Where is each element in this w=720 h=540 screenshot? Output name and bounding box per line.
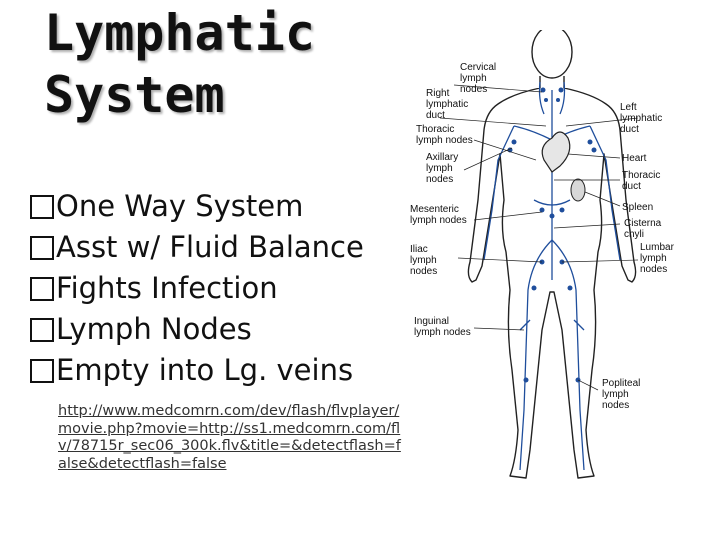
bullet-item: Empty into Lg. veins	[30, 350, 364, 391]
video-link[interactable]: http://www.medcomrn.com/dev/flash/flvpla…	[58, 403, 401, 472]
right-labels: Left lymphatic duct Heart Thoracic duct …	[620, 102, 677, 275]
heart-shape	[541, 131, 571, 173]
left-labels: Cervical lymph nodes Right lymphatic duc…	[410, 62, 643, 411]
spleen-shape	[570, 178, 586, 202]
label-leaders	[439, 84, 639, 391]
bullet-text: Lymph Nodes	[56, 312, 252, 346]
bullet-item: Lymph Nodes	[30, 309, 364, 350]
label-cisterna-chyli: Cisterna chyli	[624, 218, 664, 240]
label-iliac: Iliac lymph nodes	[410, 244, 439, 277]
bullet-text: One Way System	[56, 189, 304, 223]
label-thoracic-lymph-nodes: Thoracic lymph nodes	[416, 124, 473, 146]
label-thoracic-duct: Thoracic duct	[622, 170, 663, 192]
title-line-1: Lymphatic	[44, 4, 315, 62]
bullet-item: One Way System	[30, 186, 364, 227]
bullet-box-icon	[30, 318, 54, 342]
bullet-box-icon	[30, 195, 54, 219]
label-left-lymphatic-duct: Left lymphatic duct	[620, 102, 665, 135]
bullet-text: Empty into Lg. veins	[56, 353, 354, 387]
bullet-text: Asst w/ Fluid Balance	[56, 230, 364, 264]
body-outline	[467, 30, 637, 479]
bullet-box-icon	[30, 277, 54, 301]
bullet-item: Asst w/ Fluid Balance	[30, 227, 364, 268]
bullet-item: Fights Infection	[30, 268, 364, 309]
bullet-box-icon	[30, 359, 54, 383]
label-inguinal: Inguinal lymph nodes	[414, 316, 471, 338]
body-illustration: Cervical lymph nodes Right lymphatic duc…	[410, 30, 677, 479]
label-lumbar: Lumbar lymph nodes	[640, 242, 677, 275]
label-popliteal: Popliteal lymph nodes	[602, 378, 643, 411]
title-line-2: System	[44, 66, 225, 124]
bullet-box-icon	[30, 236, 54, 260]
bullet-text: Fights Infection	[56, 271, 278, 305]
label-heart: Heart	[622, 153, 647, 164]
lymphatic-diagram: Cervical lymph nodes Right lymphatic duc…	[402, 30, 702, 500]
bullet-list: One Way System Asst w/ Fluid Balance Fig…	[30, 186, 364, 391]
label-spleen: Spleen	[622, 202, 653, 213]
label-cervical: Cervical lymph nodes	[460, 62, 499, 95]
label-right-lymphatic-duct: Right lymphatic duct	[426, 88, 471, 121]
label-mesenteric: Mesenteric lymph nodes	[410, 204, 467, 226]
label-axillary: Axillary lymph nodes	[426, 152, 461, 185]
